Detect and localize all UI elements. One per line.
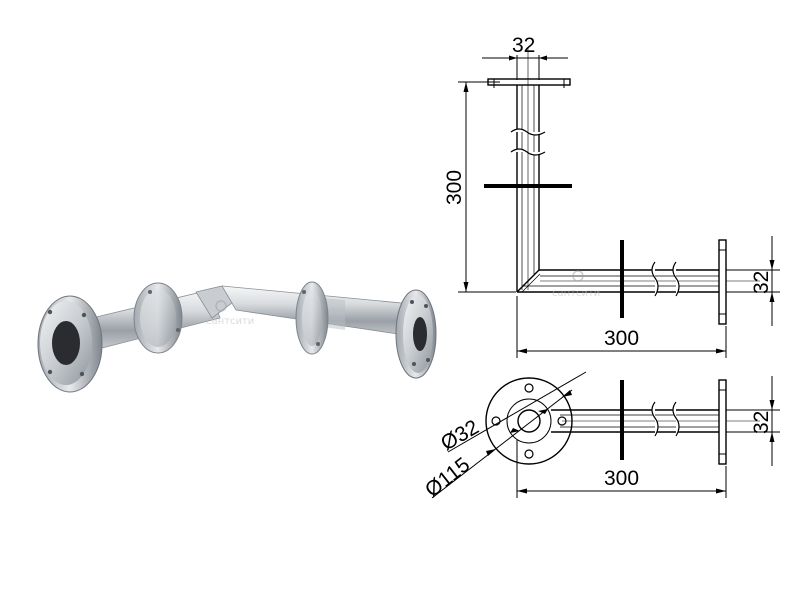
dim-flange-diameter: Ø115	[421, 453, 474, 502]
plan-bore	[517, 409, 541, 433]
dim-vertical-length: 300	[443, 170, 466, 205]
side-end-flange	[718, 239, 727, 325]
plan-end-flange	[718, 379, 727, 465]
plan-bolt-hole	[524, 449, 534, 459]
break-mark-side-h2	[672, 261, 680, 297]
bore-right	[413, 317, 427, 351]
mounting-plate-right	[295, 281, 329, 355]
dim-side-right-height: 32	[750, 271, 773, 294]
dim-side-horizontal-length: 300	[604, 327, 639, 350]
dim-plan-right-height: 32	[750, 411, 773, 434]
break-mark-upper	[510, 128, 546, 136]
plan-bolt-hole	[491, 416, 501, 426]
bore-left	[52, 321, 80, 365]
break-mark-plan-h2	[672, 401, 680, 437]
plan-view	[485, 377, 760, 465]
dim-top-width: 32	[512, 34, 535, 57]
break-mark-plan-h1	[651, 401, 659, 437]
plan-dimensions	[431, 371, 780, 499]
plan-flange-circle	[485, 377, 573, 465]
side-dimensions	[458, 55, 780, 358]
plan-bolt-hole	[524, 383, 534, 393]
side-view	[484, 48, 760, 325]
watermark-logo: сантсити	[206, 300, 254, 327]
end-flange-right	[395, 289, 437, 379]
drawing-watermark: сантсити	[552, 270, 600, 299]
dim-plan-horizontal-length: 300	[604, 467, 639, 490]
side-top-plate	[487, 78, 571, 86]
break-mark-lower	[510, 148, 546, 156]
dim-inner-diameter: Ø32	[437, 416, 483, 456]
plan-pipe-outer	[506, 398, 552, 444]
watermark-text: сантсити	[206, 316, 254, 327]
break-mark-side-h1	[651, 261, 659, 297]
mounting-plate-left	[133, 282, 183, 354]
drawing-watermark-text: сантсити	[552, 288, 600, 299]
end-flange-left	[37, 295, 103, 393]
